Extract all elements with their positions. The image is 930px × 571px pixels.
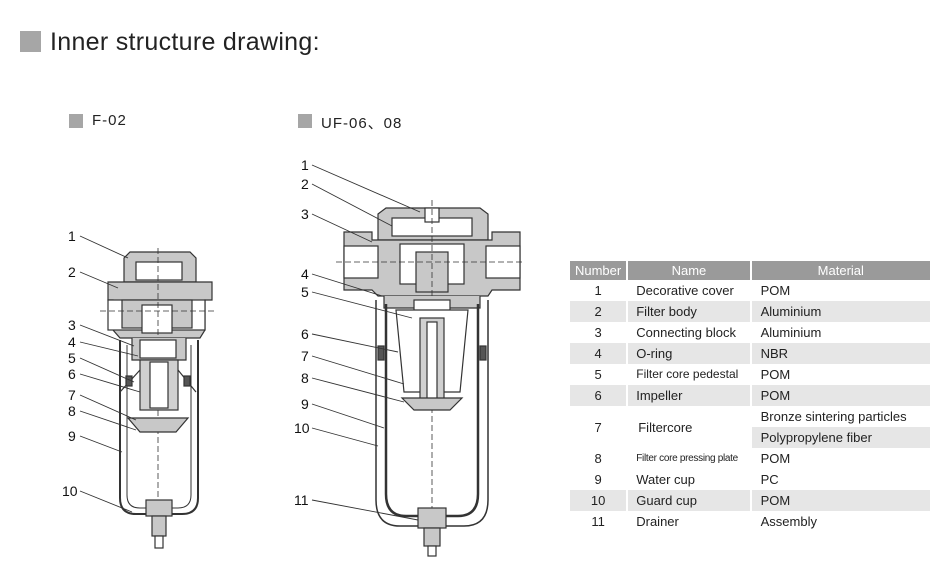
f02-callout-1: 1 [68, 228, 76, 244]
table-row: 9 Water cup PC [570, 469, 930, 490]
model-left-label: F-02 [92, 112, 127, 129]
row-name: O-ring [626, 343, 751, 364]
table-row: 3 Connecting block Aluminium [570, 322, 930, 343]
f02-callout-8: 8 [68, 403, 76, 419]
f02-callout-7: 7 [68, 387, 76, 403]
row-number: 1 [594, 283, 602, 298]
model-left-marker [69, 114, 83, 128]
row-number: 9 [594, 472, 602, 487]
row-name: Decorative cover [626, 280, 751, 301]
title-marker [20, 31, 41, 52]
row-name: Connecting block [626, 322, 751, 343]
row-number: 6 [570, 385, 628, 406]
materials-table: Number Name Material 1 Decorative cover … [570, 261, 930, 532]
row-material: Aluminium [749, 301, 930, 322]
table-row: 5 Filter core pedestal POM [570, 364, 930, 385]
row-material: POM [749, 448, 930, 469]
uf06-callout-1: 1 [301, 157, 309, 173]
f02-callout-2: 2 [68, 264, 76, 280]
header-name: Name [627, 261, 752, 280]
row-material: POM [749, 364, 930, 385]
row-material: Aluminium [749, 322, 930, 343]
table-row: Polypropylene fiber [570, 427, 930, 448]
row-material: Assembly [749, 511, 930, 532]
f02-callout-10: 10 [62, 483, 78, 499]
table-row: 10 Guard cup POM [570, 490, 930, 511]
row-name: Impeller [626, 385, 751, 406]
row-number: 3 [594, 325, 602, 340]
uf06-callout-4: 4 [301, 266, 309, 282]
table-row: 8 Filter core pressing plate POM [570, 448, 930, 469]
uf06-callout-7: 7 [301, 348, 309, 364]
row-number: 8 [594, 451, 602, 466]
f02-callout-4: 4 [68, 334, 76, 350]
row-name: Filter core pedestal [626, 364, 751, 385]
f02-drawing [100, 248, 215, 549]
table-row: 1 Decorative cover POM [570, 280, 930, 301]
table-row: 2 Filter body Aluminium [570, 301, 930, 322]
table-header-row: Number Name Material [570, 261, 930, 280]
row-material: PC [749, 469, 930, 490]
row-name: Filter core pressing plate [626, 448, 751, 469]
uf06-drawing [336, 200, 525, 557]
page-title: Inner structure drawing: [50, 28, 320, 56]
header-material: Material [750, 261, 930, 280]
uf06-callout-6: 6 [301, 326, 309, 342]
row-name: Guard cup [626, 490, 751, 511]
uf06-callout-3: 3 [301, 206, 309, 222]
uf06-callout-10: 10 [294, 420, 310, 436]
row-number: 5 [594, 367, 602, 382]
table-row: 11 Drainer Assembly [570, 511, 930, 532]
table-row: 4 O-ring NBR [570, 343, 930, 364]
uf06-callout-5: 5 [301, 284, 309, 300]
model-right-marker [298, 114, 312, 128]
model-right-label: UF-06、08 [321, 115, 403, 132]
f02-callout-6: 6 [68, 366, 76, 382]
row-material-2: Polypropylene fiber [749, 427, 930, 448]
row-number: 7 [594, 419, 602, 435]
table-row: 6 Impeller POM [570, 385, 930, 406]
f02-callout-3: 3 [68, 317, 76, 333]
row-number: 2 [570, 301, 628, 322]
row-number: 4 [570, 343, 628, 364]
row-number: 11 [591, 514, 605, 529]
header-number: Number [570, 261, 629, 280]
row-material: POM [749, 385, 930, 406]
row-number: 10 [570, 490, 628, 511]
row-name: Drainer [626, 511, 751, 532]
f02-callout-5: 5 [68, 350, 76, 366]
row-material: Bronze sintering particles [749, 406, 930, 427]
row-material: POM [749, 280, 930, 301]
f02-callout-9: 9 [68, 428, 76, 444]
row-name: Filter body [626, 301, 751, 322]
row-material: POM [749, 490, 930, 511]
uf06-callout-2: 2 [301, 176, 309, 192]
row-name: Water cup [626, 469, 751, 490]
table-row: 7 Filtercore Bronze sintering particles [570, 406, 930, 448]
uf06-callout-11: 11 [294, 492, 309, 508]
f02-leaders [79, 235, 141, 513]
uf06-leaders [311, 164, 421, 521]
row-material: NBR [749, 343, 930, 364]
uf06-callout-8: 8 [301, 370, 309, 386]
row-name: Filtercore [626, 406, 751, 448]
uf06-callout-9: 9 [301, 396, 309, 412]
